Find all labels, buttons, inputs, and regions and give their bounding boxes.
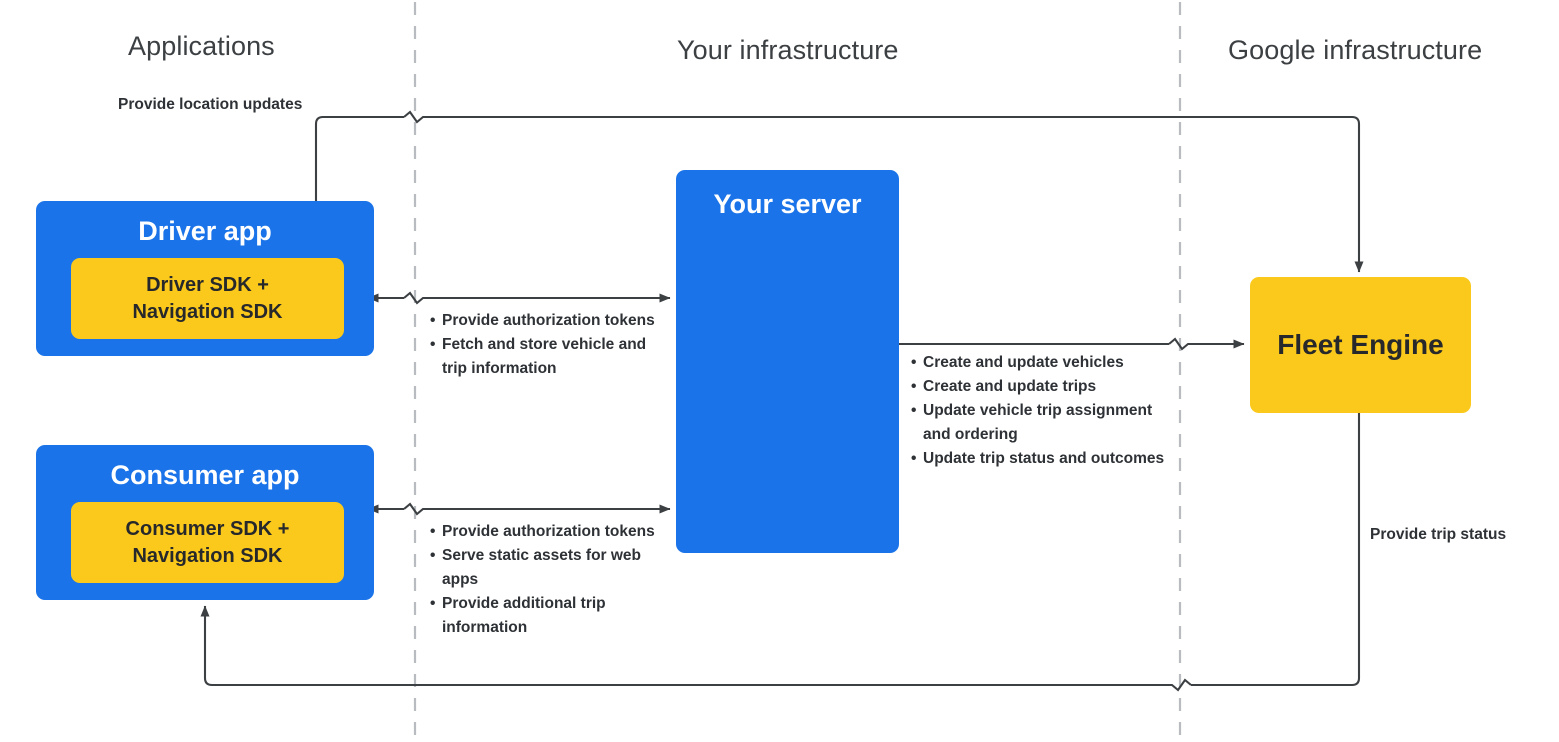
- bullet-item: Provide additional trip information: [430, 592, 660, 640]
- edge-driver-server: [378, 293, 670, 303]
- edge-bullets-driver-server: Provide authorization tokensFetch and st…: [430, 309, 660, 381]
- node-driver-sdk[interactable]: Driver SDK + Navigation SDK: [71, 258, 344, 339]
- consumer-sdk-label: Consumer SDK + Navigation SDK: [126, 516, 290, 570]
- node-fleet-engine[interactable]: Fleet Engine: [1250, 277, 1471, 413]
- edge-location-updates: [314, 110, 1359, 272]
- driver-sdk-label-line2: Navigation SDK: [132, 300, 283, 323]
- bullet-item: Update trip status and outcomes: [911, 447, 1171, 471]
- consumer-sdk-label-line1: Consumer SDK +: [125, 517, 290, 540]
- node-your-server[interactable]: Your server: [676, 170, 899, 553]
- bullet-item: Serve static assets for web apps: [430, 544, 660, 592]
- bullet-item: Provide authorization tokens: [430, 309, 660, 333]
- driver-app-title: Driver app: [138, 216, 272, 246]
- your-server-title: Your server: [713, 189, 862, 219]
- edge-label-provide-location-updates: Provide location updates: [118, 96, 303, 113]
- edge-server-fleet: [899, 339, 1244, 349]
- edge-label-provide-trip-status: Provide trip status: [1370, 526, 1507, 543]
- consumer-sdk-label-line2: Navigation SDK: [132, 544, 283, 567]
- bullet-item: Provide authorization tokens: [430, 520, 660, 544]
- node-driver-app[interactable]: Driver app Driver SDK + Navigation SDK: [36, 201, 374, 356]
- bullet-item: Update vehicle trip assignment and order…: [911, 399, 1171, 447]
- driver-sdk-label-line1: Driver SDK +: [146, 273, 269, 296]
- edge-bullets-server-fleet: Create and update vehiclesCreate and upd…: [911, 351, 1171, 471]
- column-header-your-infrastructure: Your infrastructure: [677, 35, 899, 65]
- fleet-engine-title: Fleet Engine: [1277, 329, 1444, 360]
- edge-consumer-server: [378, 504, 670, 514]
- driver-sdk-label: Driver SDK + Navigation SDK: [132, 272, 282, 326]
- node-consumer-sdk[interactable]: Consumer SDK + Navigation SDK: [71, 502, 344, 583]
- column-header-applications: Applications: [128, 31, 275, 61]
- bullet-item: Create and update vehicles: [911, 351, 1171, 375]
- consumer-app-title: Consumer app: [110, 460, 300, 490]
- node-consumer-app[interactable]: Consumer app Consumer SDK + Navigation S…: [36, 445, 374, 600]
- edge-trip-status: [205, 413, 1361, 692]
- edge-bullets-consumer-server: Provide authorization tokensServe static…: [430, 520, 660, 640]
- bullet-item: Fetch and store vehicle and trip informa…: [430, 333, 660, 381]
- bullet-item: Create and update trips: [911, 375, 1171, 399]
- column-header-google-infrastructure: Google infrastructure: [1228, 35, 1483, 65]
